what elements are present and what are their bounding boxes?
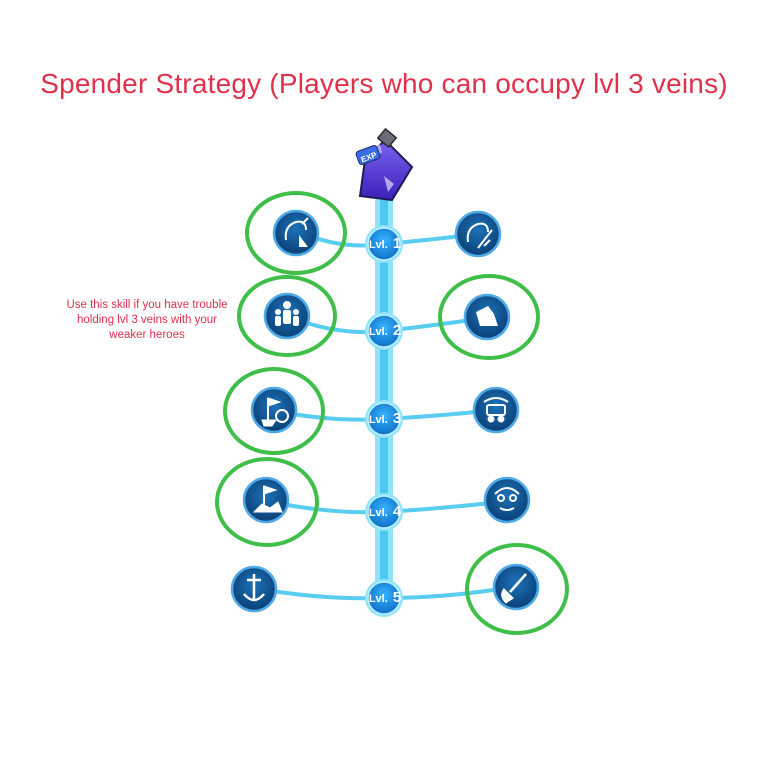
skill-button-lvl4-left[interactable] [242, 476, 290, 524]
page-title: Spender Strategy (Players who can occupy… [40, 68, 728, 99]
svg-text:Lvl. 3: Lvl. 3 [369, 410, 401, 427]
skill-button-lvl2-right[interactable] [463, 293, 511, 341]
svg-text:Lvl. 4: Lvl. 4 [369, 503, 402, 520]
level-number: 5 [393, 589, 401, 606]
skill-button-lvl5-left[interactable] [230, 565, 278, 613]
level-node-3[interactable]: Lvl. 3 [365, 400, 403, 438]
level-node-4[interactable]: Lvl. 4 [365, 493, 403, 531]
level-number: 3 [393, 410, 401, 427]
selected-ring [223, 367, 325, 455]
skill-button-lvl3-right[interactable] [472, 386, 520, 434]
skill-button-lvl1-left[interactable] [272, 209, 320, 257]
svg-text:Lvl. 5: Lvl. 5 [369, 589, 401, 606]
fist-up-icon [284, 217, 309, 247]
flag-shield-icon [261, 397, 289, 427]
level-prefix: Lvl. [369, 593, 388, 605]
svg-text:Lvl. 1: Lvl. 1 [369, 235, 401, 252]
svg-text:Lvl. 2: Lvl. 2 [369, 322, 401, 339]
level-prefix: Lvl. [369, 507, 388, 519]
level-node-5[interactable]: Lvl. 5 [365, 579, 403, 617]
level-number: 2 [393, 322, 401, 339]
selected-ring [245, 191, 347, 275]
level-node-1[interactable]: Lvl. 1 [365, 225, 403, 263]
boot-icon [476, 306, 498, 326]
flag-rocks-icon [252, 485, 283, 513]
miner-face-icon [494, 487, 520, 511]
selected-ring [438, 274, 540, 360]
fist-sword-icon [466, 222, 493, 249]
strategy-note: Use this skill if you have trouble holdi… [66, 299, 228, 341]
level-node-2[interactable]: Lvl. 2 [365, 312, 403, 350]
skill-button-lvl2-left[interactable] [263, 292, 311, 340]
skill-button-lvl5-right[interactable] [492, 563, 540, 611]
skill-button-lvl4-right[interactable] [483, 476, 531, 524]
level-prefix: Lvl. [369, 414, 388, 426]
level-prefix: Lvl. [369, 239, 388, 251]
exp-potion-icon: EXP [355, 127, 414, 202]
level-prefix: Lvl. [369, 326, 388, 338]
shovel-icon [501, 573, 527, 604]
sword-anchor-icon [243, 574, 265, 602]
skill-button-lvl3-left[interactable] [250, 386, 298, 434]
level-number: 4 [393, 503, 402, 520]
selected-ring [237, 275, 337, 357]
mine-cart-icon [483, 397, 509, 423]
selected-ring [215, 457, 319, 547]
crowd-icon [275, 301, 299, 326]
skill-button-lvl1-right[interactable] [454, 210, 502, 258]
level-number: 1 [393, 235, 401, 252]
selected-ring [465, 543, 569, 635]
